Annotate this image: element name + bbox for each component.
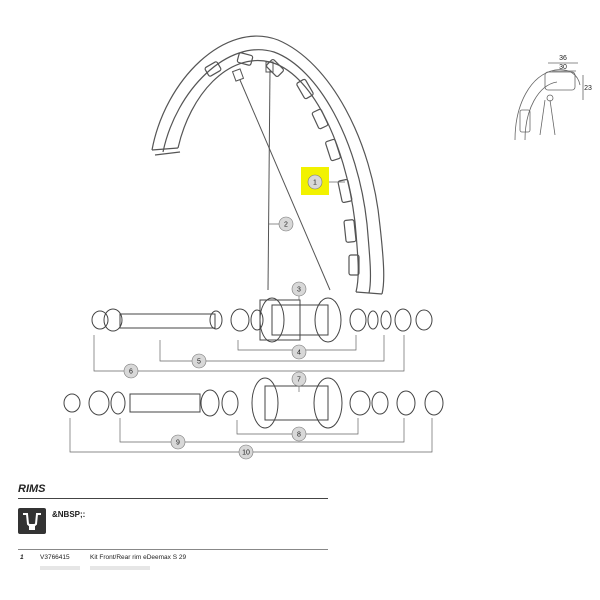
exploded-parts-diagram: 1 2 3 4 5 6 7 8 9 10 bbox=[63, 35, 592, 460]
spokes-drawing bbox=[231, 61, 331, 291]
rim-profile-inset bbox=[514, 62, 584, 141]
rim-drawing bbox=[151, 35, 385, 295]
callout-8[interactable]: 8 bbox=[291, 426, 307, 442]
callout-5[interactable]: 5 bbox=[191, 353, 207, 369]
row-divider bbox=[18, 549, 328, 550]
parts-section: RIMS &NBSP;: 1 V3766415 Kit Front/Rear r… bbox=[0, 480, 600, 600]
callout-7[interactable]: 7 bbox=[291, 371, 307, 387]
callout-6[interactable]: 6 bbox=[123, 363, 139, 379]
svg-text:23: 23 bbox=[584, 85, 592, 92]
callout-3[interactable]: 3 bbox=[291, 281, 307, 297]
row-number: 1 bbox=[20, 554, 24, 561]
svg-text:4: 4 bbox=[297, 350, 301, 357]
callout-10[interactable]: 10 bbox=[238, 444, 254, 460]
rear-hub-drawing bbox=[63, 377, 444, 429]
callout-1[interactable]: 1 bbox=[301, 167, 329, 195]
svg-text:3: 3 bbox=[297, 287, 301, 294]
section-title: RIMS bbox=[18, 483, 46, 495]
row-placeholder bbox=[18, 566, 328, 572]
svg-text:30: 30 bbox=[559, 64, 567, 71]
front-hub-drawing bbox=[91, 297, 433, 343]
table-row[interactable]: 1 V3766415 Kit Front/Rear rim eDeemax S … bbox=[18, 552, 328, 566]
section-divider bbox=[18, 498, 328, 499]
svg-text:6: 6 bbox=[129, 369, 133, 376]
svg-text:2: 2 bbox=[284, 222, 288, 229]
row-part-code: V3766415 bbox=[40, 554, 70, 561]
svg-text:36: 36 bbox=[559, 55, 567, 62]
svg-text:5: 5 bbox=[197, 359, 201, 366]
inset-dimensions: 36 30 23 bbox=[559, 55, 592, 92]
svg-text:10: 10 bbox=[242, 450, 250, 457]
svg-text:9: 9 bbox=[176, 440, 180, 447]
callout-4[interactable]: 4 bbox=[291, 344, 307, 360]
callout-9[interactable]: 9 bbox=[170, 434, 186, 450]
row-description: Kit Front/Rear rim eDeemax S 29 bbox=[90, 554, 187, 561]
svg-text:1: 1 bbox=[313, 180, 317, 187]
svg-text:8: 8 bbox=[297, 432, 301, 439]
icon-label: &NBSP;: bbox=[52, 510, 86, 519]
tubeless-rim-icon bbox=[18, 508, 46, 534]
svg-text:7: 7 bbox=[297, 377, 301, 384]
callout-2[interactable]: 2 bbox=[278, 216, 294, 232]
